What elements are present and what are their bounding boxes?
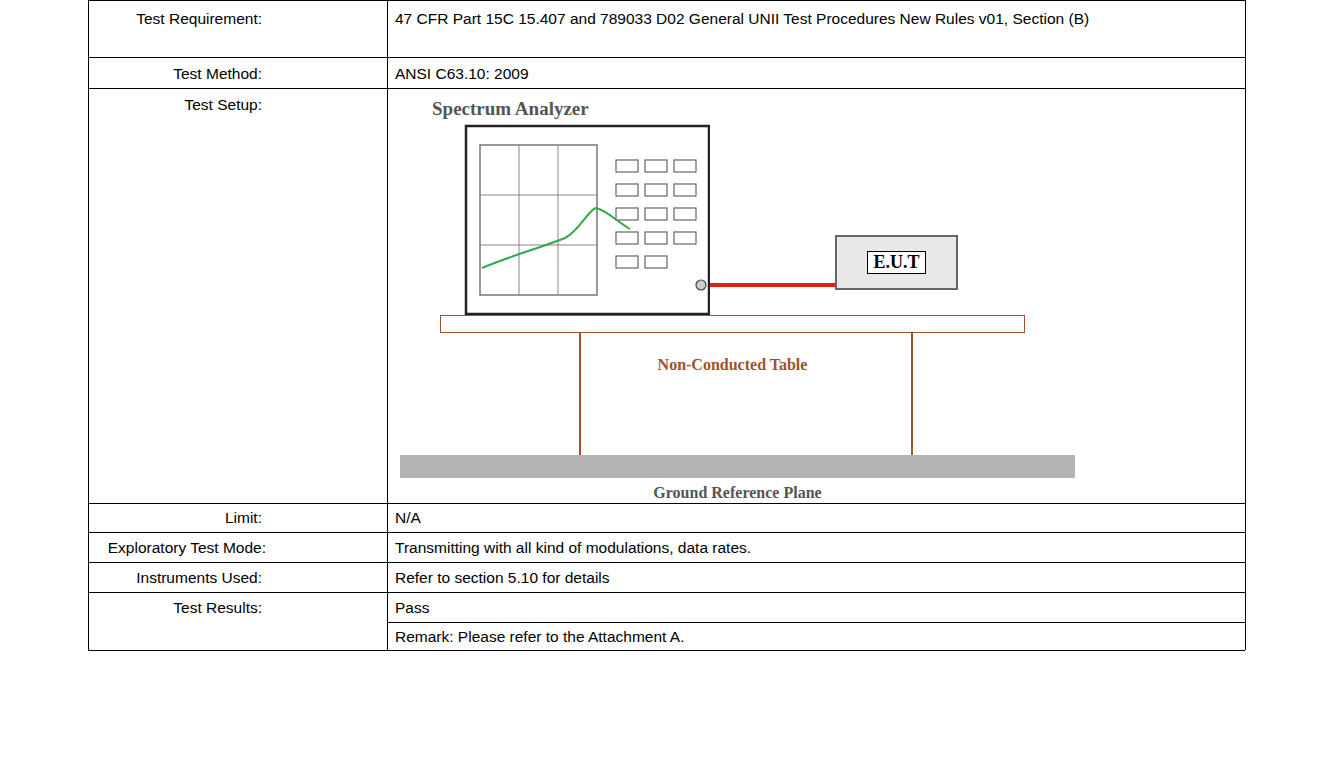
cell-text: 47 CFR Part 15C 15.407 and 789033 D02 Ge… [395,9,1233,28]
row-heading: Test Setup: [92,95,262,114]
row-heading: Test Results: [92,598,262,617]
row-heading: Test Requirement: [92,9,262,28]
cell-text: N/A [395,508,1233,527]
table-label: Non-Conducted Table [441,356,1024,374]
cell-text: Refer to section 5.10 for details [395,568,1233,587]
row-heading: Exploratory Test Mode: [92,538,266,557]
cell-text: ANSI C63.10: 2009 [395,64,1233,83]
ground-reference-plane: Ground Reference Plane [400,455,1075,478]
table-legs [580,333,912,455]
cell-text: Pass [395,598,1233,617]
cell-text: Remark: Please refer to the Attachment A… [395,627,1233,646]
row-heading: Test Method: [92,64,262,83]
row-heading: Instruments Used: [92,568,262,587]
spectrum-analyzer: Spectrum Analyzer [430,98,710,315]
eut-box: E.U.T [835,235,958,290]
plane-label: Ground Reference Plane [400,484,1075,502]
device-label: Spectrum Analyzer [432,98,589,120]
analyzer-illustration [430,98,710,315]
rf-cable [706,283,835,287]
cell-text: Transmitting with all kind of modulation… [395,538,1233,557]
non-conducted-table: Non-Conducted Table [440,315,1025,333]
row-heading: Limit: [92,508,262,527]
eut-label: E.U.T [867,251,925,274]
